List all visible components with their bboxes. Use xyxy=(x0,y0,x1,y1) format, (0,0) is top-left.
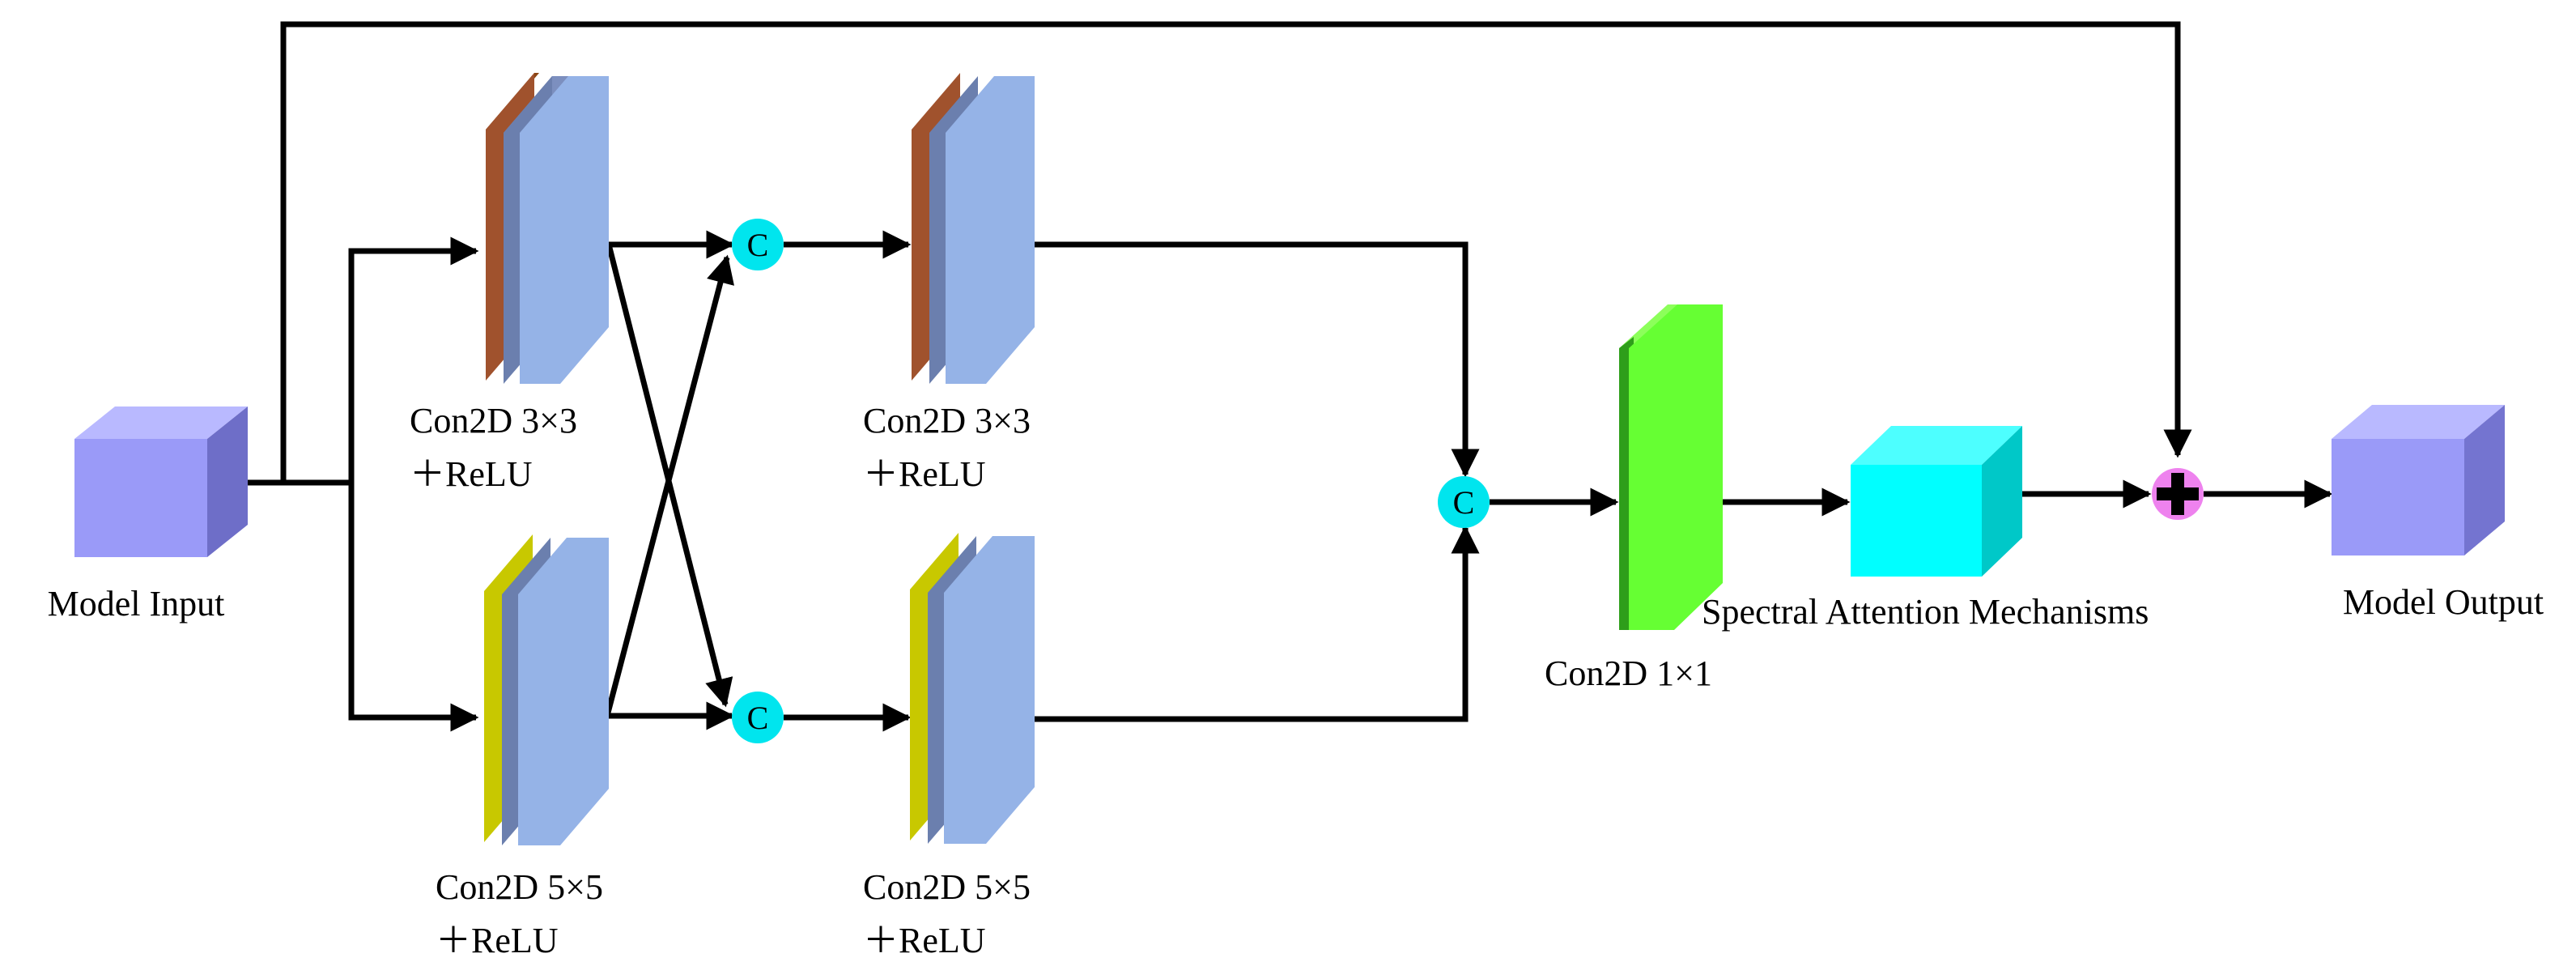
cross-top-to-bottom xyxy=(606,244,733,708)
concat-node-top: C xyxy=(732,219,784,270)
concat-node-bottom: C xyxy=(732,692,784,743)
cross-bottom-to-top xyxy=(604,254,734,717)
bottom-conv2-to-fusion xyxy=(1035,525,1480,722)
conv5x5-2-relu-label: ＋ReLU xyxy=(863,921,986,960)
svg-text:C: C xyxy=(747,227,769,263)
conv3x3-block-2 xyxy=(912,73,1035,384)
conv3x3-block-1 xyxy=(486,73,609,384)
conv5x5-block-1 xyxy=(484,534,609,845)
conv1x1-block xyxy=(1619,304,1723,630)
conv5x5-1-relu-label: ＋ReLU xyxy=(436,921,559,960)
conv3x3-2-label: Con2D 3×3 xyxy=(863,401,1031,441)
svg-text:C: C xyxy=(1453,484,1475,521)
add-node xyxy=(2152,468,2204,520)
split-to-bottom-conv xyxy=(348,483,479,732)
conv3x3-1-relu-label: ＋ReLU xyxy=(410,454,533,494)
output-label: Model Output xyxy=(2343,582,2544,622)
conv5x5-1-label: Con2D 5×5 xyxy=(436,867,603,907)
input-label: Model Input xyxy=(48,584,225,624)
split-to-top-conv xyxy=(348,236,479,483)
connectors xyxy=(248,21,2333,732)
concat-node-fusion: C xyxy=(1438,476,1490,528)
attention-label: Spectral Attention Mechanisms xyxy=(1702,592,2149,632)
svg-text:C: C xyxy=(747,700,769,736)
conv5x5-block-2 xyxy=(910,533,1035,844)
conv3x3-2-relu-label: ＋ReLU xyxy=(863,454,986,494)
input-cube xyxy=(74,406,248,557)
skip-connection xyxy=(280,21,2192,483)
conv3x3-1-label: Con2D 3×3 xyxy=(410,401,577,441)
conv5x5-2-label: Con2D 5×5 xyxy=(863,867,1031,907)
attention-cube xyxy=(1851,426,2022,577)
output-cube xyxy=(2332,405,2505,555)
top-conv2-to-fusion xyxy=(1035,241,1480,478)
conv1x1-label: Con2D 1×1 xyxy=(1545,653,1712,693)
